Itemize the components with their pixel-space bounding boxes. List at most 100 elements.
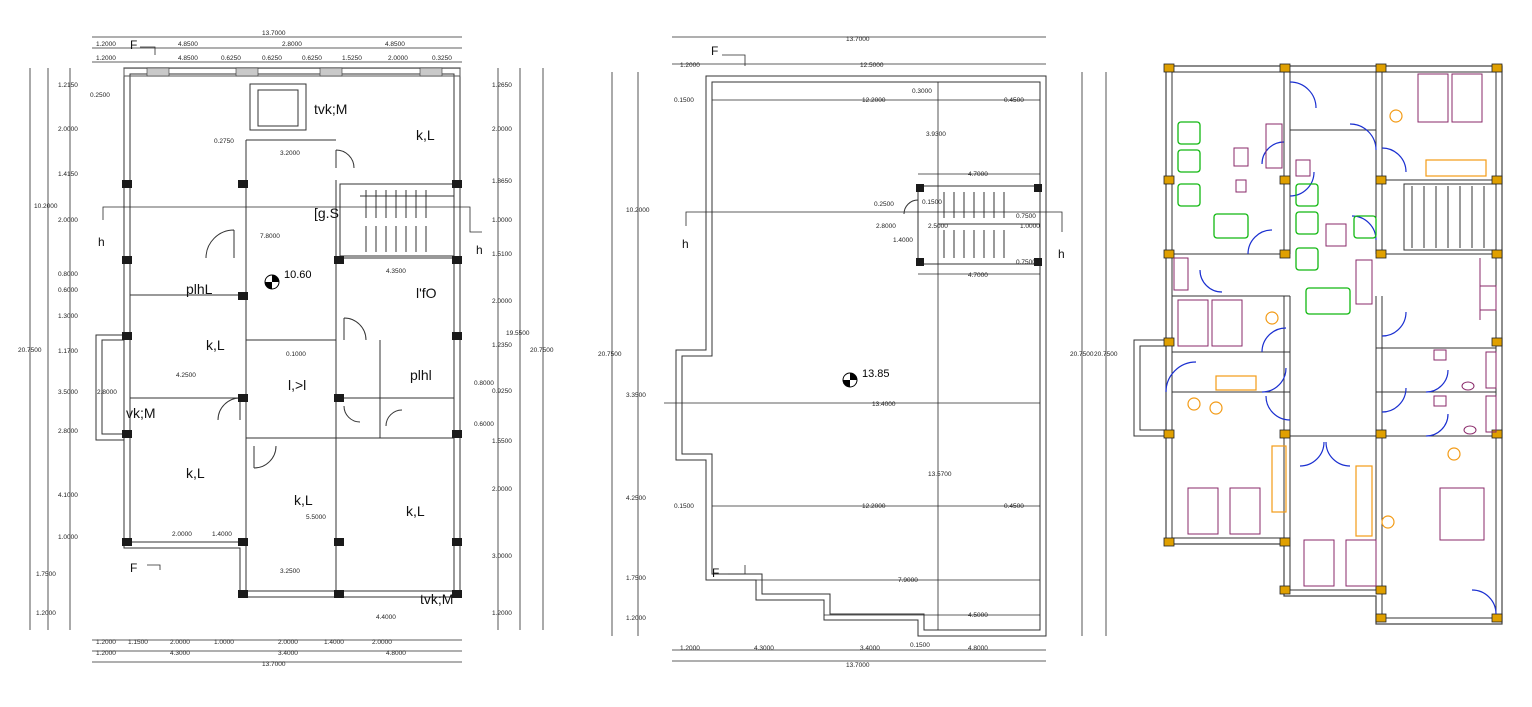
svg-text:2.0000: 2.0000 [58,126,78,133]
svg-text:13.85: 13.85 [862,368,890,380]
svg-text:2.5000: 2.5000 [928,223,948,230]
svg-text:0.6250: 0.6250 [302,55,322,62]
right-bath-fixtures [1173,257,1497,435]
svg-text:4.8500: 4.8500 [178,41,198,48]
svg-text:12.5000: 12.5000 [860,62,884,69]
svg-text:0.3250: 0.3250 [432,55,452,62]
svg-text:2.0000: 2.0000 [58,217,78,224]
svg-text:0.1000: 0.1000 [286,351,306,358]
svg-text:20.7500: 20.7500 [598,351,622,358]
right-furnished-plan [1133,63,1503,625]
svg-text:1.4150: 1.4150 [58,171,78,178]
svg-text:0.3000: 0.3000 [912,88,932,95]
svg-text:1.0000: 1.0000 [58,534,78,541]
arrow-mark-left: h [682,237,689,251]
svg-text:4.7000: 4.7000 [968,171,988,178]
right-columns [1163,63,1503,623]
room-label: tvk;M [314,101,347,117]
svg-text:13.7000: 13.7000 [262,661,286,668]
svg-text:4.5000: 4.5000 [968,612,988,619]
svg-text:1.0000: 1.0000 [492,217,512,224]
section-mark-bottom: F [130,561,137,575]
middle-roof-plan: 13.7000 F 1.2000 12.5000 0.1500 12.2000 … [598,36,1118,669]
svg-text:3.4000: 3.4000 [860,645,880,652]
svg-text:4.4000: 4.4000 [376,614,396,621]
svg-text:1.2000: 1.2000 [626,615,646,622]
right-doors [1165,81,1497,615]
svg-text:4.3500: 4.3500 [386,268,406,275]
top-overall-dim: 13.7000 [262,30,286,37]
svg-text:1.7500: 1.7500 [626,575,646,582]
svg-text:0.6000: 0.6000 [474,421,494,428]
svg-text:4.2500: 4.2500 [176,372,196,379]
right-beds [1177,73,1485,587]
svg-text:20.7500: 20.7500 [18,347,42,354]
svg-text:13.4000: 13.4000 [872,401,896,408]
svg-text:13.5700: 13.5700 [928,471,952,478]
svg-text:0.6000: 0.6000 [58,287,78,294]
svg-text:4.8000: 4.8000 [968,645,988,652]
svg-text:13.7000: 13.7000 [846,36,870,43]
svg-text:10.2000: 10.2000 [626,207,650,214]
svg-text:0.9250: 0.9250 [492,388,512,395]
svg-text:1.1500: 1.1500 [128,639,148,646]
svg-text:3.2500: 3.2500 [280,568,300,575]
svg-text:0.8000: 0.8000 [58,271,78,278]
svg-text:2.8000: 2.8000 [876,223,896,230]
svg-text:1.5250: 1.5250 [342,55,362,62]
svg-text:2.0000: 2.0000 [388,55,408,62]
room-label: vk;M [126,405,156,421]
svg-text:12.2000: 12.2000 [862,503,886,510]
level-marker-middle: 13.85 [842,368,890,388]
svg-text:2.0000: 2.0000 [492,126,512,133]
svg-text:3.3500: 3.3500 [626,392,646,399]
svg-text:1.7500: 1.7500 [36,571,56,578]
section-mark-top: F [711,44,718,58]
room-label: k,L [294,492,313,508]
right-seating [1177,121,1377,315]
svg-text:2.0000: 2.0000 [170,639,190,646]
room-label: l'fO [416,285,437,301]
svg-text:13.7000: 13.7000 [846,662,870,669]
svg-text:3.4000: 3.4000 [278,650,298,657]
svg-text:1.4000: 1.4000 [324,639,344,646]
svg-text:3.9300: 3.9300 [926,131,946,138]
svg-text:1.2650: 1.2650 [492,82,512,89]
room-label: k,L [186,465,205,481]
svg-text:4.7000: 4.7000 [968,272,988,279]
svg-text:4.2500: 4.2500 [626,495,646,502]
svg-text:12.2000: 12.2000 [862,97,886,104]
svg-text:1.2150: 1.2150 [58,82,78,89]
svg-text:4.8500: 4.8500 [178,55,198,62]
svg-text:1.0000: 1.0000 [1020,223,1040,230]
room-label: k,L [416,127,435,143]
svg-text:1.2000: 1.2000 [96,650,116,657]
svg-text:0.6250: 0.6250 [262,55,282,62]
svg-text:2.0000: 2.0000 [278,639,298,646]
svg-text:0.1500: 0.1500 [674,503,694,510]
svg-text:0.7500: 0.7500 [1016,213,1036,220]
svg-text:1.5100: 1.5100 [492,251,512,258]
level-marker-left: 10.60 [264,269,312,290]
svg-text:0.8000: 0.8000 [474,380,494,387]
room-label: plhL [186,281,213,297]
svg-text:0.7500: 0.7500 [1016,259,1036,266]
svg-text:20.7500: 20.7500 [1070,351,1094,358]
right-decor [1187,109,1487,537]
svg-text:0.6250: 0.6250 [221,55,241,62]
room-label: k,L [206,337,225,353]
svg-text:0.4500: 0.4500 [1004,97,1024,104]
svg-text:1.0000: 1.0000 [214,639,234,646]
left-floor-plan: 13.7000 1.2000 4.8500 2.8000 4.8500 1.20… [18,30,554,668]
svg-text:1.2000: 1.2000 [96,55,116,62]
svg-text:2.0000: 2.0000 [372,639,392,646]
svg-text:0.4500: 0.4500 [1004,503,1024,510]
svg-text:7.8000: 7.8000 [260,233,280,240]
svg-text:0.1500: 0.1500 [922,199,942,206]
svg-text:19.5500: 19.5500 [506,330,530,337]
svg-text:2.8000: 2.8000 [282,41,302,48]
svg-text:4.3000: 4.3000 [754,645,774,652]
room-label: l,>l [288,377,306,393]
svg-text:0.2750: 0.2750 [214,138,234,145]
